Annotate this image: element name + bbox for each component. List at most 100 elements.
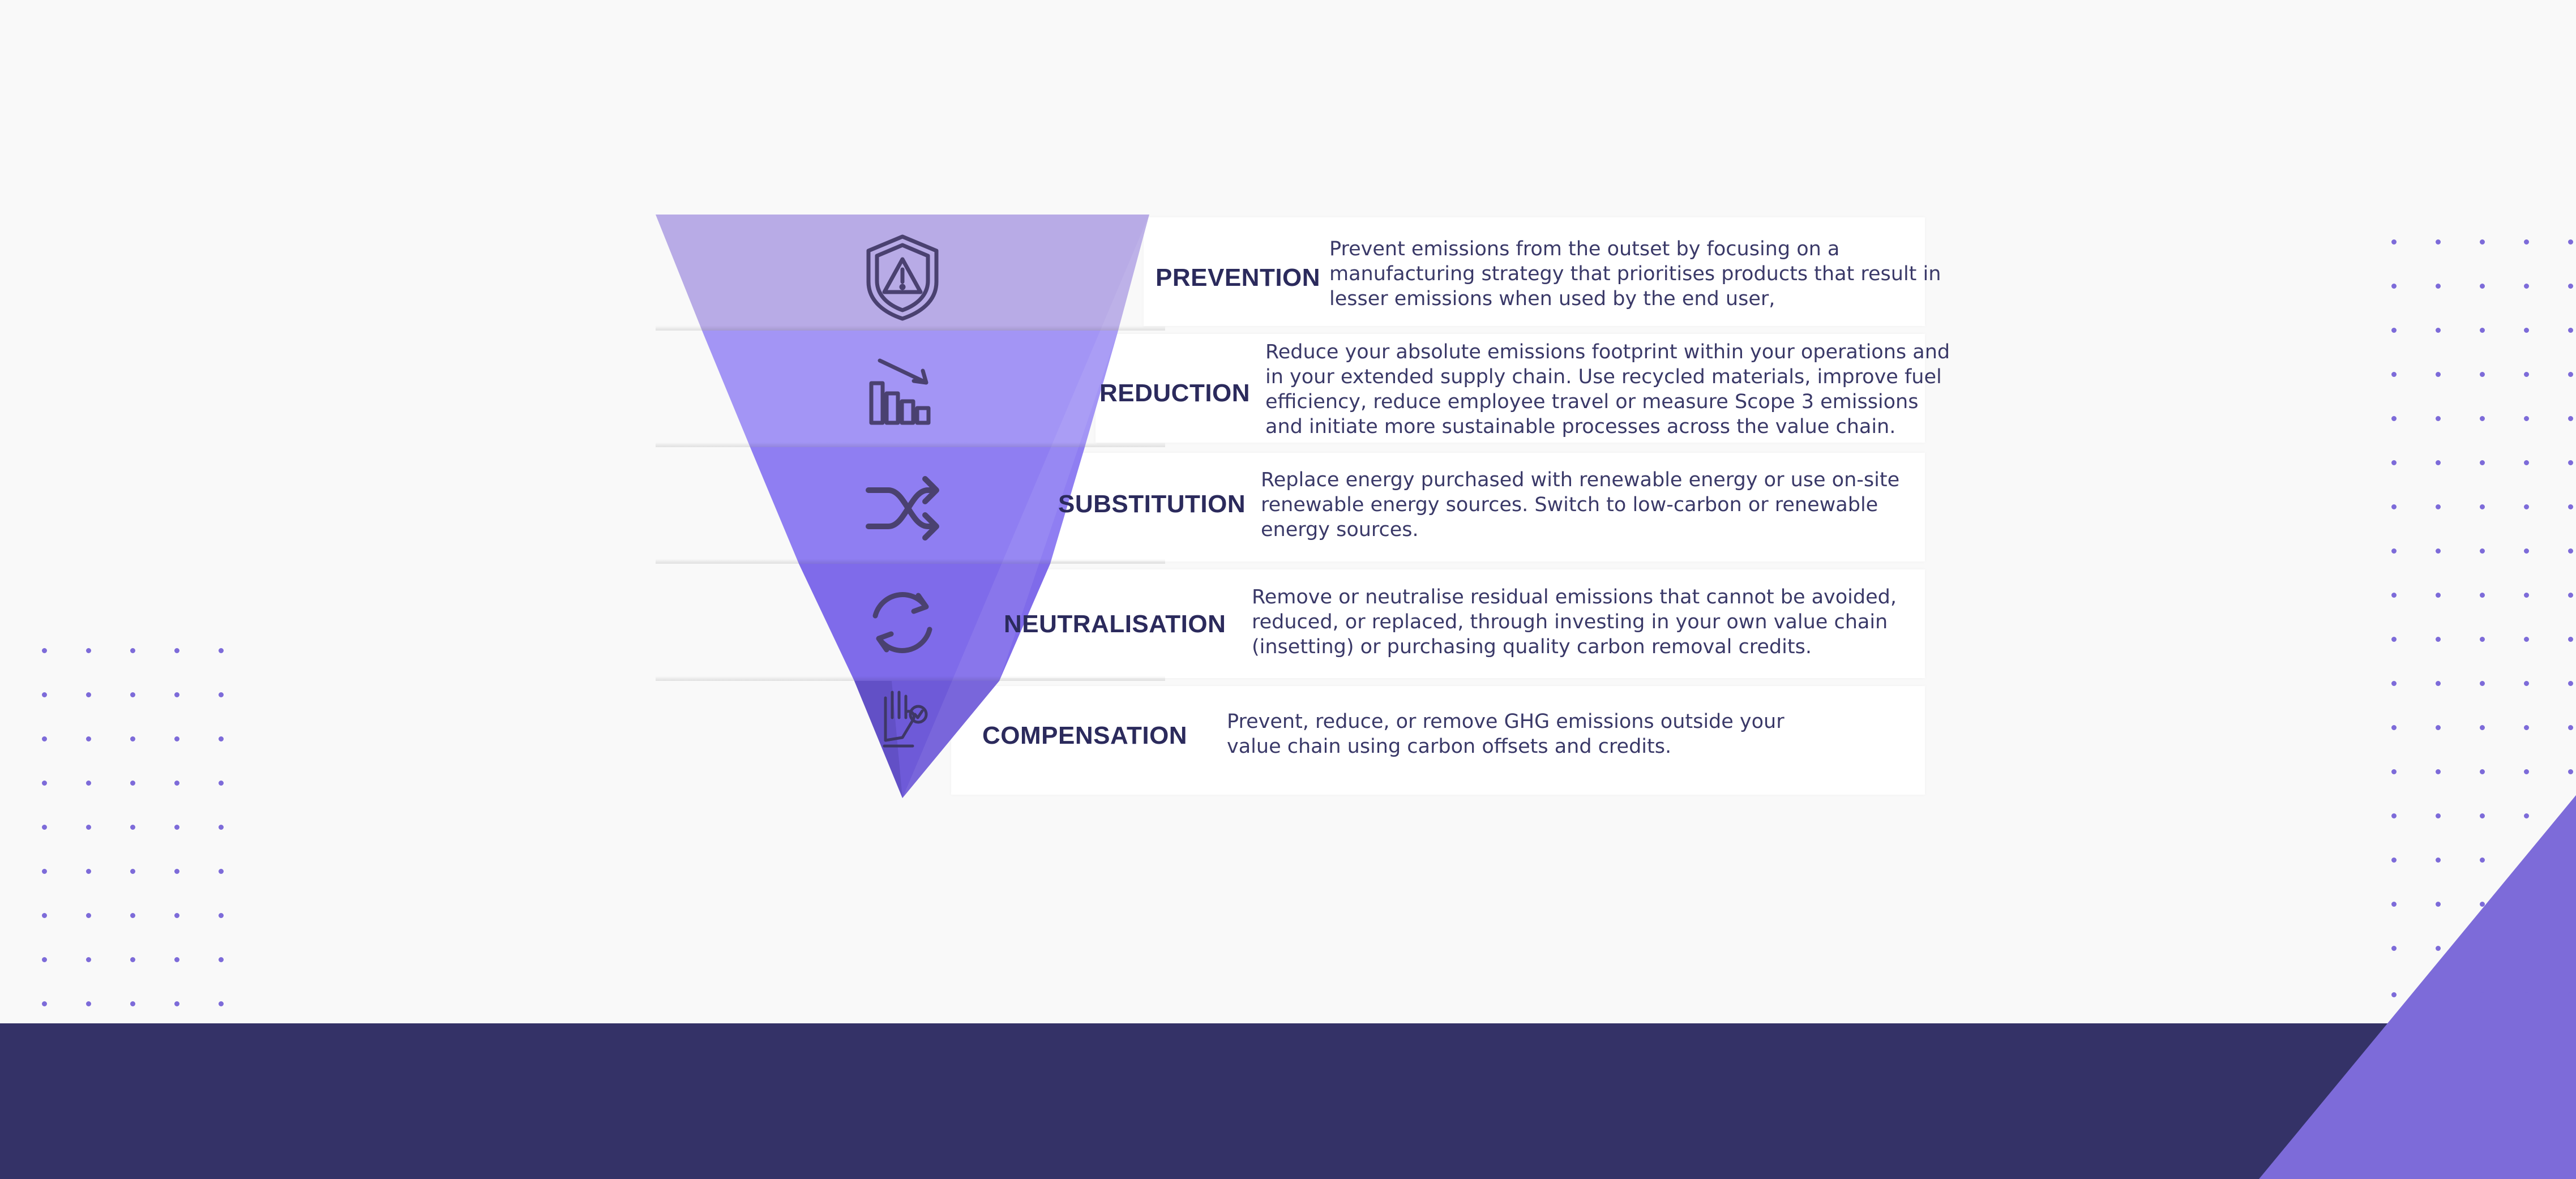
decorative-dot xyxy=(42,1001,47,1006)
row-description-neutralisation: Remove or neutralise residual emissions … xyxy=(1252,585,1897,659)
decorative-dot xyxy=(2524,548,2529,554)
decorative-dot xyxy=(2391,460,2397,465)
decorative-dot xyxy=(2391,328,2397,333)
pyramid-layer-compensation xyxy=(854,681,999,798)
decorative-dot xyxy=(2568,637,2573,642)
decorative-dot xyxy=(2568,284,2573,289)
pyramid-right-facet xyxy=(902,215,1149,798)
decorative-dot xyxy=(2568,769,2573,774)
row-description-prevention: Prevent emissions from the outset by foc… xyxy=(1329,237,1941,311)
decorative-dot xyxy=(174,869,179,874)
decorative-dot xyxy=(2524,637,2529,642)
decorative-dot xyxy=(86,869,91,874)
decorative-dot xyxy=(2480,681,2485,686)
row-description-substitution: Replace energy purchased with renewable … xyxy=(1261,468,1899,542)
decorative-dot xyxy=(2391,372,2397,377)
decorative-dot xyxy=(42,648,47,653)
decorative-dot xyxy=(2391,992,2397,997)
description-line: manufacturing strategy that prioritises … xyxy=(1329,263,1941,285)
description-line: Remove or neutralise residual emissions … xyxy=(1252,586,1897,608)
shield-warning-icon xyxy=(866,234,939,321)
decorative-dot xyxy=(86,825,91,830)
decorative-dot xyxy=(2436,284,2441,289)
description-line: Reduce your absolute emissions footprint… xyxy=(1265,341,1950,363)
decorative-dot xyxy=(174,736,179,741)
description-line: and initiate more sustainable processes … xyxy=(1265,415,1896,438)
description-line: renewable energy sources. Switch to low-… xyxy=(1261,494,1878,516)
decorative-dot xyxy=(86,781,91,786)
decorative-dot xyxy=(2568,504,2573,509)
decorative-dot xyxy=(2436,992,2441,997)
decorative-dot xyxy=(2568,239,2573,245)
decorative-dot xyxy=(2524,725,2529,730)
row-panel-reduction xyxy=(1096,334,1925,443)
description-line: energy sources. xyxy=(1261,518,1419,541)
decorative-dot xyxy=(86,1001,91,1006)
decorative-dot xyxy=(2524,284,2529,289)
decorative-dot xyxy=(2524,504,2529,509)
decorative-dot xyxy=(130,957,135,962)
decorative-dot xyxy=(2436,548,2441,554)
decorative-dot xyxy=(2524,328,2529,333)
decorative-dot xyxy=(2480,548,2485,554)
hand-heart-icon xyxy=(883,691,928,748)
row-panel-substitution xyxy=(1047,453,1925,561)
decorative-dot xyxy=(2524,681,2529,686)
decorative-dot xyxy=(2524,239,2529,245)
row-panel-prevention xyxy=(1144,217,1925,326)
decorative-dot xyxy=(2391,504,2397,509)
decorative-dot xyxy=(2480,593,2485,598)
decorative-dot xyxy=(2480,992,2485,997)
decorative-dot xyxy=(2436,769,2441,774)
decorative-dot xyxy=(174,957,179,962)
description-line: (insetting) or purchasing quality carbon… xyxy=(1252,636,1812,658)
decorative-dot xyxy=(2436,504,2441,509)
decorative-dot xyxy=(130,913,135,918)
decorative-dot xyxy=(2480,416,2485,421)
decorative-dot xyxy=(2568,372,2573,377)
decorative-dot xyxy=(2480,725,2485,730)
decorative-dot xyxy=(130,1001,135,1006)
decorative-dot xyxy=(2436,372,2441,377)
decorative-dot xyxy=(219,736,224,741)
decorative-dot xyxy=(2480,769,2485,774)
decorative-dot xyxy=(2568,460,2573,465)
decorative-dot xyxy=(219,913,224,918)
decorative-dot xyxy=(2391,725,2397,730)
decorative-dot xyxy=(2391,681,2397,686)
decorative-dot xyxy=(2480,372,2485,377)
decorative-dot xyxy=(174,781,179,786)
decorative-dot xyxy=(86,692,91,697)
decorative-dot xyxy=(2480,504,2485,509)
decorative-dot xyxy=(219,825,224,830)
decorative-dot xyxy=(2480,239,2485,245)
row-title-reduction: REDUCTION xyxy=(1099,379,1251,407)
description-line: reduced, or replaced, through investing … xyxy=(1252,611,1888,633)
decorative-dot xyxy=(2436,725,2441,730)
decorative-dot xyxy=(86,913,91,918)
row-title-prevention: PREVENTION xyxy=(1156,264,1321,291)
pyramid-layer-neutralisation xyxy=(799,564,1050,681)
row-panel-compensation xyxy=(951,686,1925,795)
decorative-dot xyxy=(42,957,47,962)
decorative-dot xyxy=(2391,416,2397,421)
description-line: Replace energy purchased with renewable … xyxy=(1261,469,1900,491)
decorative-dot xyxy=(174,692,179,697)
row-description-compensation: Prevent, reduce, or remove GHG emissions… xyxy=(1227,709,1785,759)
decorative-dot xyxy=(219,648,224,653)
decorative-dot xyxy=(2524,460,2529,465)
decorative-dot xyxy=(130,736,135,741)
decorative-dot xyxy=(2480,460,2485,465)
decorative-dot xyxy=(86,957,91,962)
decorative-dot xyxy=(130,781,135,786)
decorative-dot xyxy=(42,825,47,830)
decorative-dot xyxy=(2391,284,2397,289)
decorative-dot xyxy=(42,913,47,918)
decorative-dot xyxy=(42,692,47,697)
decorative-dot xyxy=(2524,992,2529,997)
decorative-dot xyxy=(2524,372,2529,377)
decorative-dot xyxy=(219,1001,224,1006)
decorative-dot xyxy=(2391,239,2397,245)
decorative-dot xyxy=(2568,548,2573,554)
